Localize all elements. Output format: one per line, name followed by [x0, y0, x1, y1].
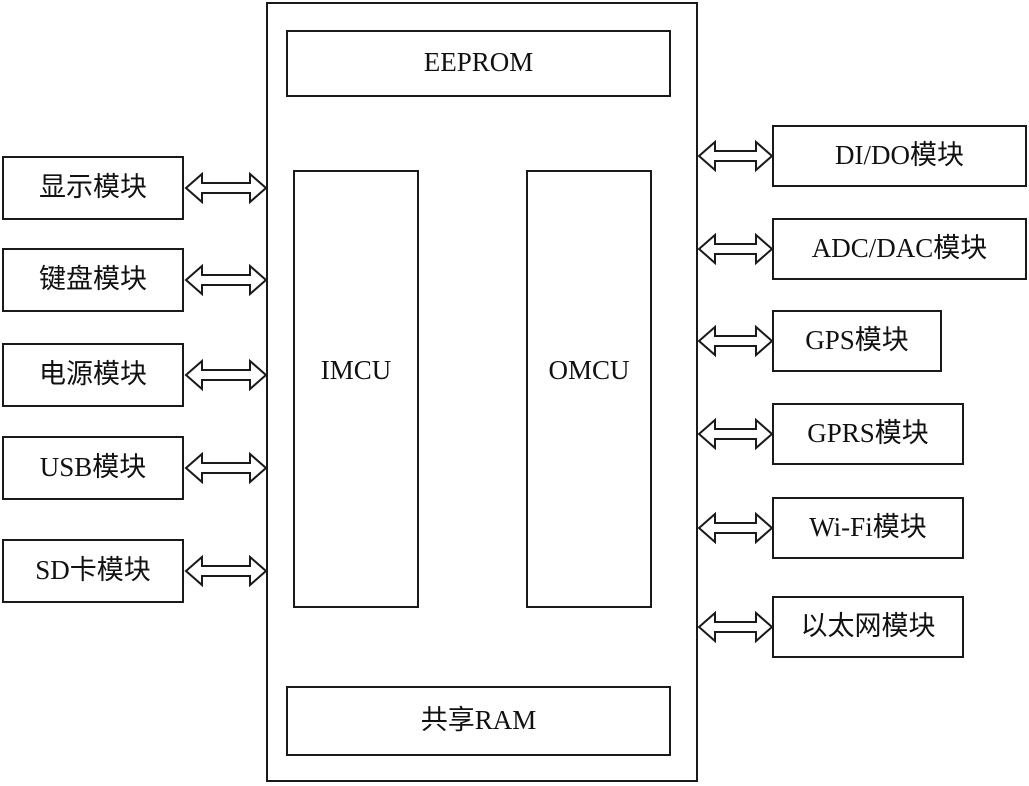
left-module-label: USB模块 — [39, 452, 147, 482]
eeprom-block — [286, 30, 671, 97]
left-module-label: SD卡模块 — [35, 555, 151, 585]
right-module-label: 以太网模块 — [800, 611, 936, 641]
bidirectional-arrow-left — [184, 263, 268, 297]
left-module-usb — [2, 436, 184, 500]
left-module-power — [2, 343, 184, 407]
left-module-sd — [2, 539, 184, 603]
right-module-dido — [772, 125, 1027, 187]
bidirectional-arrow-right — [697, 324, 774, 358]
right-module-label: Wi-Fi模块 — [809, 512, 927, 542]
bidirectional-arrow-right — [697, 610, 774, 644]
bidirectional-arrow-right — [697, 232, 774, 266]
bidirectional-arrow-right — [697, 417, 774, 451]
left-module-keyboard — [2, 248, 184, 312]
omcu-label: OMCU — [548, 355, 630, 385]
imcu-block — [293, 170, 419, 608]
bidirectional-arrow-left — [184, 554, 268, 588]
right-module-label: GPS模块 — [805, 325, 909, 355]
bidirectional-arrow-left — [184, 451, 268, 485]
shared-ram-label: 共享RAM — [420, 705, 537, 735]
bidirectional-arrow-right — [697, 511, 774, 545]
eeprom-label: EEPROM — [423, 47, 534, 77]
bidirectional-arrow-left — [184, 171, 268, 205]
left-module-display — [2, 156, 184, 220]
right-module-label: DI/DO模块 — [835, 140, 964, 170]
bidirectional-arrow-right — [697, 139, 774, 173]
right-module-gps — [772, 310, 942, 372]
right-module-ethernet — [772, 596, 964, 658]
right-module-wifi — [772, 497, 964, 559]
bidirectional-arrow-left — [184, 358, 268, 392]
right-module-gprs — [772, 403, 964, 465]
imcu-label: IMCU — [320, 355, 392, 385]
omcu-block — [526, 170, 652, 608]
left-module-label: 键盘模块 — [39, 264, 147, 294]
shared-ram-block — [286, 686, 671, 756]
left-module-label: 显示模块 — [39, 172, 147, 202]
right-module-adcdac — [772, 218, 1027, 280]
right-module-label: GPRS模块 — [807, 418, 929, 448]
left-module-label: 电源模块 — [39, 359, 147, 389]
right-module-label: ADC/DAC模块 — [811, 233, 988, 263]
